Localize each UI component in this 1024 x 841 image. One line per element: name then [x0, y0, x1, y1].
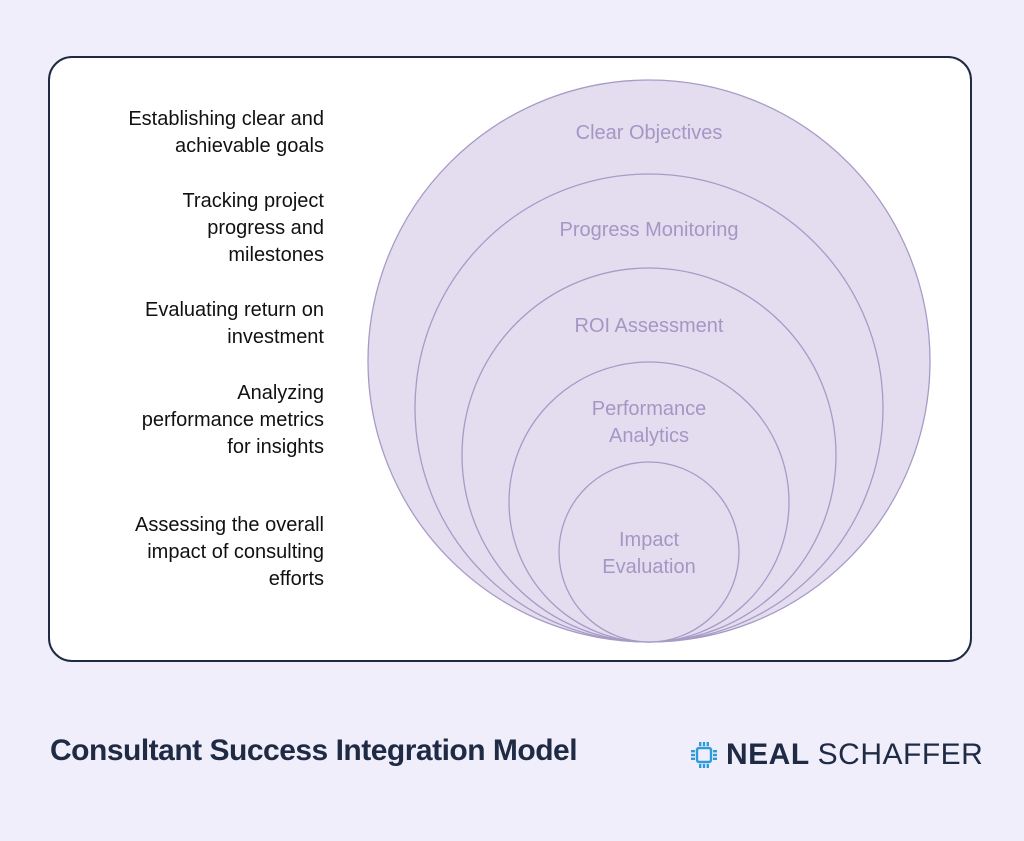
circle-label-impact-evaluation-2: Evaluation: [602, 556, 695, 578]
description-line: for insights: [227, 436, 324, 458]
brand-logo: NEAL SCHAFFER: [690, 738, 983, 772]
description-line: Tracking project: [182, 190, 324, 212]
description-line: Assessing the overall: [135, 514, 324, 536]
description-line: Establishing clear and: [128, 108, 324, 130]
circle-label-performance-analytics-1: Performance: [592, 398, 707, 420]
description-clear-objectives: Establishing clear and achievable goals: [64, 106, 324, 160]
description-impact-evaluation: Assessing the overall impact of consulti…: [64, 512, 324, 593]
chip-icon: [691, 742, 717, 768]
brand-name-last: SCHAFFER: [817, 738, 984, 771]
description-line: progress and: [207, 217, 324, 239]
description-progress-monitoring: Tracking project progress and milestones: [64, 188, 324, 269]
circle-label-progress-monitoring: Progress Monitoring: [560, 219, 739, 241]
circle-impact-evaluation: [558, 461, 740, 643]
description-line: investment: [227, 326, 324, 348]
circle-label-clear-objectives: Clear Objectives: [576, 122, 723, 144]
description-line: Analyzing: [237, 382, 324, 404]
circle-label-impact-evaluation-1: Impact: [619, 529, 679, 551]
description-line: performance metrics: [141, 409, 324, 431]
circle-label-performance-analytics-2: Analytics: [609, 425, 689, 447]
description-line: achievable goals: [175, 135, 324, 157]
description-performance-analytics: Analyzing performance metrics for insigh…: [64, 380, 324, 461]
description-roi-assessment: Evaluating return on investment: [64, 297, 324, 351]
circle-label-roi-assessment: ROI Assessment: [575, 315, 724, 337]
description-line: Evaluating return on: [144, 299, 324, 321]
brand-name-first: NEAL: [726, 738, 810, 771]
page-title: Consultant Success Integration Model: [50, 734, 578, 767]
description-line: impact of consulting: [147, 541, 324, 563]
description-line: efforts: [268, 568, 324, 590]
description-line: milestones: [228, 244, 324, 266]
